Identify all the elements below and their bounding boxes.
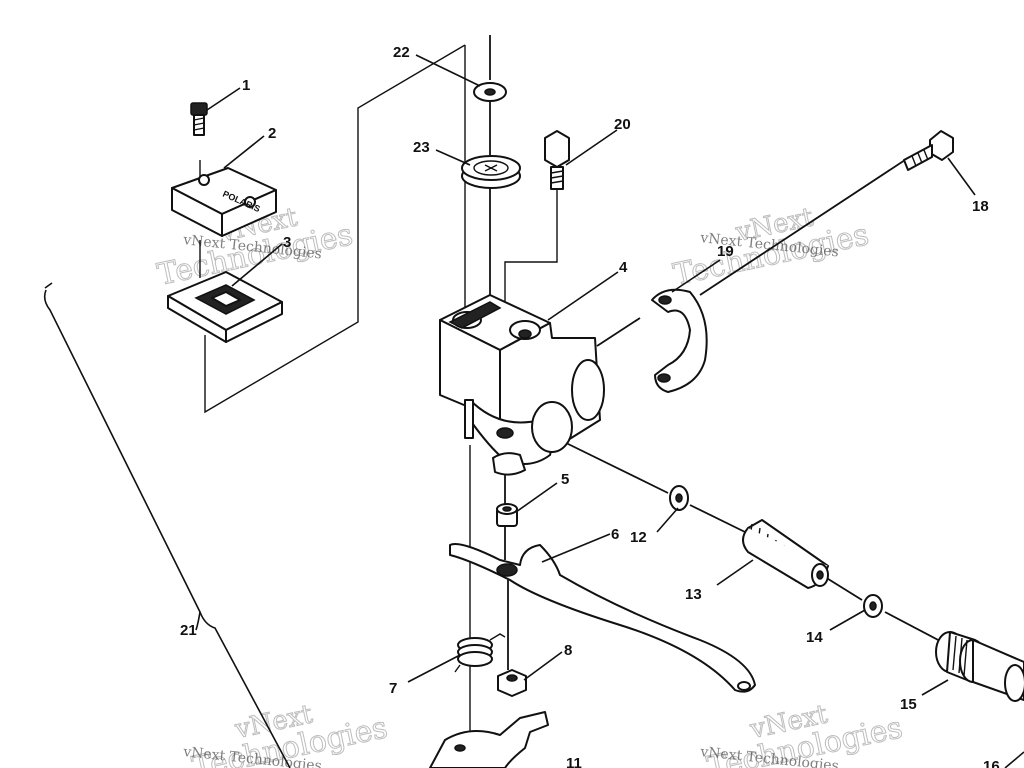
watermark-group: vNext Technologies vNext Technologies vN…: [154, 202, 906, 768]
callout-leaders: [206, 54, 976, 696]
part-13-spring: [742, 519, 829, 589]
callout-11: 11: [566, 755, 582, 768]
part-7-spring: [454, 633, 506, 673]
callout-22: 22: [393, 44, 410, 61]
part-5-bushing: [496, 503, 518, 527]
callout-13: 13: [685, 586, 702, 603]
callout-3: 3: [283, 234, 291, 251]
part-4-master-cylinder: [439, 294, 605, 476]
callout-4: 4: [619, 259, 628, 276]
part-23-cap: [461, 155, 521, 189]
callout-16: 16: [983, 758, 1000, 768]
part-12-washer: [669, 485, 689, 511]
part-20-bolt: [544, 130, 570, 190]
part-22-washer: [473, 82, 507, 102]
callout-18: 18: [972, 198, 989, 215]
part-15-piston: [935, 631, 1024, 702]
part-19-clamp: [651, 288, 708, 393]
callout-23: 23: [413, 139, 430, 156]
part-3-diaphragm: [167, 271, 283, 343]
callout-12: 12: [630, 529, 647, 546]
callout-numbers: 1 2 3 4 5 6 7 8 11 12 13 14 15 16 18 19 …: [180, 44, 1000, 768]
part-14-washer: [863, 594, 883, 618]
callout-1: 1: [242, 77, 250, 94]
part-21-bracket-line: [43, 282, 291, 768]
callout-5: 5: [561, 471, 569, 488]
callout-21: 21: [180, 622, 197, 639]
part-11-bracket: [429, 711, 549, 768]
callout-20: 20: [614, 116, 631, 133]
assembly-lines: [199, 35, 943, 768]
callout-2: 2: [268, 125, 276, 142]
callout-14: 14: [806, 629, 823, 646]
part-6-lever: [449, 543, 756, 693]
callout-6: 6: [611, 526, 619, 543]
callout-7: 7: [389, 680, 397, 697]
part-1-screw: [190, 102, 208, 136]
callout-15: 15: [900, 696, 917, 713]
part-18-bolt: [903, 130, 954, 171]
part-8-nut: [497, 669, 527, 697]
callout-8: 8: [564, 642, 572, 659]
callout-19: 19: [717, 243, 734, 260]
part-16-stub: [1004, 751, 1024, 768]
part-2-reservoir-cover: POLARIS: [171, 167, 277, 237]
